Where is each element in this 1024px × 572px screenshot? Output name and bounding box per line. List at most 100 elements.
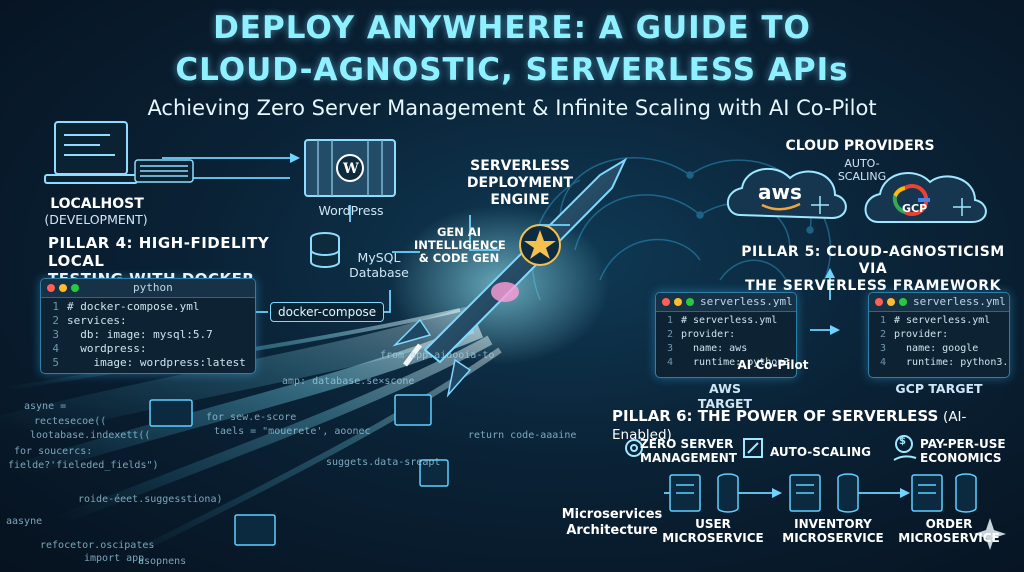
docker-compose-badge: docker-compose [270, 302, 385, 322]
engine-label-line1: SERVERLESS [470, 158, 570, 174]
pillar-6-title-rest: (AI-Enabled) [612, 409, 967, 443]
user-microservice-label: USER MICROSERVICE [658, 517, 768, 545]
code-line: 1 # serverless.yml [872, 314, 1006, 328]
order-microservice-label: ORDER MICROSERVICE [894, 517, 1004, 545]
line-number: 4 [52, 342, 59, 355]
sparkle-icon [974, 518, 1006, 550]
code-lines: 1 # serverless.yml 2 provider: 3 name: googl… [869, 312, 1009, 372]
benefit-zero-server-line1: ZERO SERVER [640, 437, 734, 451]
line-number: 2 [666, 329, 673, 340]
line-number: 1 [879, 315, 886, 326]
code-text: # serverless.yml [681, 315, 778, 326]
aws-cloud-icon [726, 168, 847, 220]
pillar-6-title-bold: PILLAR 6: THE POWER OF SERVERLESS [612, 407, 939, 425]
localhost-sublabel: (DEVELOPMENT) [44, 212, 148, 227]
line-number: 3 [666, 343, 673, 354]
auto-scaling-line1: AUTO- [844, 157, 880, 170]
code-line: 3 name: google [872, 342, 1006, 356]
line-number: 5 [52, 356, 59, 369]
gcp-serverless-code-window: serverless.yml 1 # serverless.yml 2 provide… [868, 292, 1010, 378]
maximize-dot-icon [686, 298, 694, 306]
mysql-label: MySQL Database [344, 250, 414, 280]
code-line: 4 runtime: python3.11 [872, 356, 1009, 370]
inventory-microservice-line1: INVENTORY [794, 517, 872, 531]
code-text: name: aws [681, 343, 748, 354]
code-line: 5 image: wordpress:latest [45, 356, 251, 370]
line-number: 4 [666, 357, 673, 368]
code-text: image: wordpress:latest [67, 356, 246, 369]
microservices-architecture-label: Microservices Architecture [560, 507, 664, 539]
code-snippet: asopnens [138, 556, 187, 567]
ai-copilot-label: AI Co-Pilot [737, 358, 809, 372]
code-snippet: return code-aaaine [468, 430, 577, 441]
code-text: provider: [681, 329, 736, 340]
code-snippet: amp: database.se×scone [282, 376, 415, 387]
floating-code-windows [149, 394, 449, 546]
code-text: # docker-compose.yml [67, 300, 200, 313]
line-number: 3 [52, 328, 59, 341]
pay-hand-icon [893, 435, 917, 461]
code-line: 2 provider: [872, 328, 1006, 342]
code-line: 4 runtime: python3.11 [659, 356, 796, 370]
code-snippet: refocetor.oscipates [40, 540, 155, 551]
code-snippet: rectesecoe(( [34, 416, 107, 427]
benefit-zero-server: ZERO SERVER MANAGEMENT [640, 437, 744, 465]
line-number: 4 [879, 357, 886, 368]
microservices-line2: Architecture [566, 523, 658, 538]
code-text: provider: [894, 329, 949, 340]
rocket-icon [390, 157, 628, 398]
code-text: services: [67, 314, 127, 327]
code-text: runtime: python3.11 [894, 357, 1010, 368]
code-window-titlebar: serverless.yml [869, 293, 1009, 312]
code-snippet: lootabase.indexett(( [30, 430, 151, 441]
code-snippet: fielde?'fieleded_fields") [8, 460, 159, 471]
minimize-dot-icon [887, 298, 895, 306]
code-text: # serverless.yml [894, 315, 991, 326]
aws-logo-text: aws [758, 180, 802, 204]
code-snippet: roide-éeet.suggesstiona) [78, 494, 223, 505]
subtitle: Achieving Zero Server Management & Infin… [147, 96, 877, 120]
user-microservice-line1: USER [695, 517, 731, 531]
line-number: 1 [52, 300, 59, 313]
order-microservice-line1: ORDER [925, 517, 973, 531]
minimize-dot-icon [59, 284, 67, 292]
code-line: 3 name: aws [659, 342, 793, 356]
gcp-target-label: GCP TARGET [895, 381, 983, 396]
close-dot-icon [47, 284, 55, 292]
code-line: 1 # docker-compose.yml [45, 300, 251, 314]
close-dot-icon [875, 298, 883, 306]
gcp-cloud-icon [864, 172, 987, 223]
line-number: 2 [879, 329, 886, 340]
microservices-line1: Microservices [561, 507, 663, 522]
mysql-label-line1: MySQL [357, 250, 401, 265]
title-line-2: CLOUD-AGNOSTIC, SERVERLESS APIs [175, 52, 849, 88]
code-snippet: for soucercs: [14, 446, 93, 457]
gen-ai-label: GEN AI INTELLIGENCE & CODE GEN [414, 226, 506, 265]
code-window-titlebar: python [41, 279, 255, 298]
aws-target-label: AWS TARGET [697, 381, 753, 411]
pillar-5-title: PILLAR 5: CLOUD-AGNOSTICISM VIA THE SERV… [733, 244, 1013, 295]
order-microservice-line2: MICROSERVICE [898, 531, 1000, 545]
scaling-icon [743, 438, 763, 458]
localhost-label: LOCALHOST [50, 196, 144, 212]
code-line: 2 services: [45, 314, 251, 328]
code-line: 4 wordpress: [45, 342, 251, 356]
gear-icon [625, 439, 643, 457]
docker-container-icon: W [304, 139, 396, 197]
microservice-inventory-icon [789, 473, 859, 513]
code-text: name: google [894, 343, 979, 354]
title-line-1: DEPLOY ANYWHERE: A GUIDE TO [213, 10, 811, 46]
benefit-pay-per-use-line1: PAY-PER-USE [920, 437, 1006, 451]
minimize-dot-icon [674, 298, 682, 306]
code-window-titlebar: serverless.yml [656, 293, 796, 312]
line-number: 3 [879, 343, 886, 354]
pillar-6-title: PILLAR 6: THE POWER OF SERVERLESS (AI-En… [612, 407, 1012, 443]
pillar-5-title-line1: PILLAR 5: CLOUD-AGNOSTICISM VIA [741, 244, 1005, 277]
line-number: 2 [52, 314, 59, 327]
code-snippet: aasyne [6, 516, 43, 527]
code-line: 1# serverless.yml [659, 314, 793, 328]
wordpress-label: WordPress [318, 203, 384, 218]
